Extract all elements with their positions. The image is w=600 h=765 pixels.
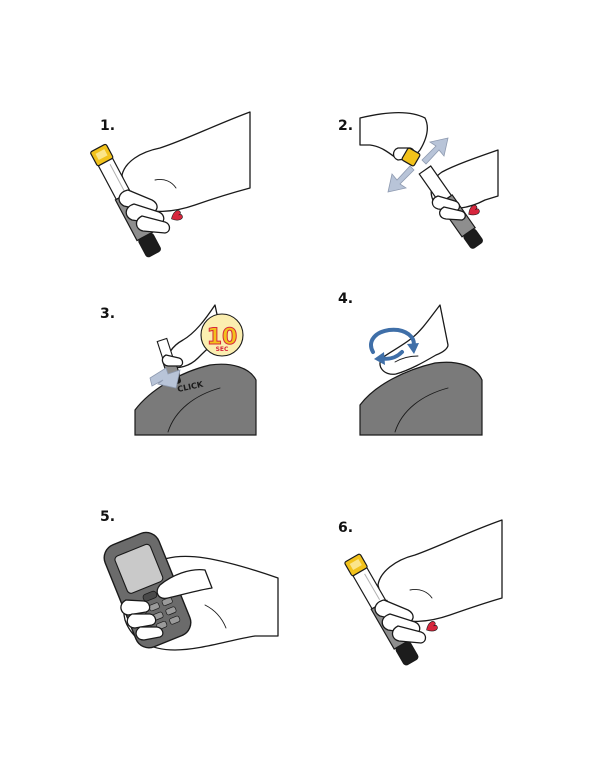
step-number: 5. xyxy=(100,509,115,525)
step-5: 5. xyxy=(100,509,279,651)
massage-injection-site-icon xyxy=(359,304,483,436)
step-number: 6. xyxy=(338,520,353,536)
step-6: 6. xyxy=(338,519,503,668)
call-for-help-phone-icon xyxy=(103,531,279,651)
step-number: 3. xyxy=(100,306,115,322)
step-4: 4. xyxy=(338,291,483,436)
remove-safety-cap-icon xyxy=(359,112,499,249)
hold-used-autoinjector-icon xyxy=(343,519,503,668)
step-2: 2. xyxy=(338,112,499,249)
press-into-thigh-icon: CLICK 10 SEC xyxy=(134,304,257,436)
timer-badge: 10 SEC xyxy=(200,313,244,357)
step-number: 1. xyxy=(100,118,115,134)
step-3: 3. CLICK 10 SEC xyxy=(100,304,257,436)
grasp-autoinjector-icon xyxy=(89,111,251,259)
step-number: 4. xyxy=(338,291,353,307)
step-1: 1. xyxy=(89,111,251,259)
timer-value: 10 xyxy=(207,325,238,350)
step-number: 2. xyxy=(338,118,353,134)
timer-unit: SEC xyxy=(216,346,229,353)
